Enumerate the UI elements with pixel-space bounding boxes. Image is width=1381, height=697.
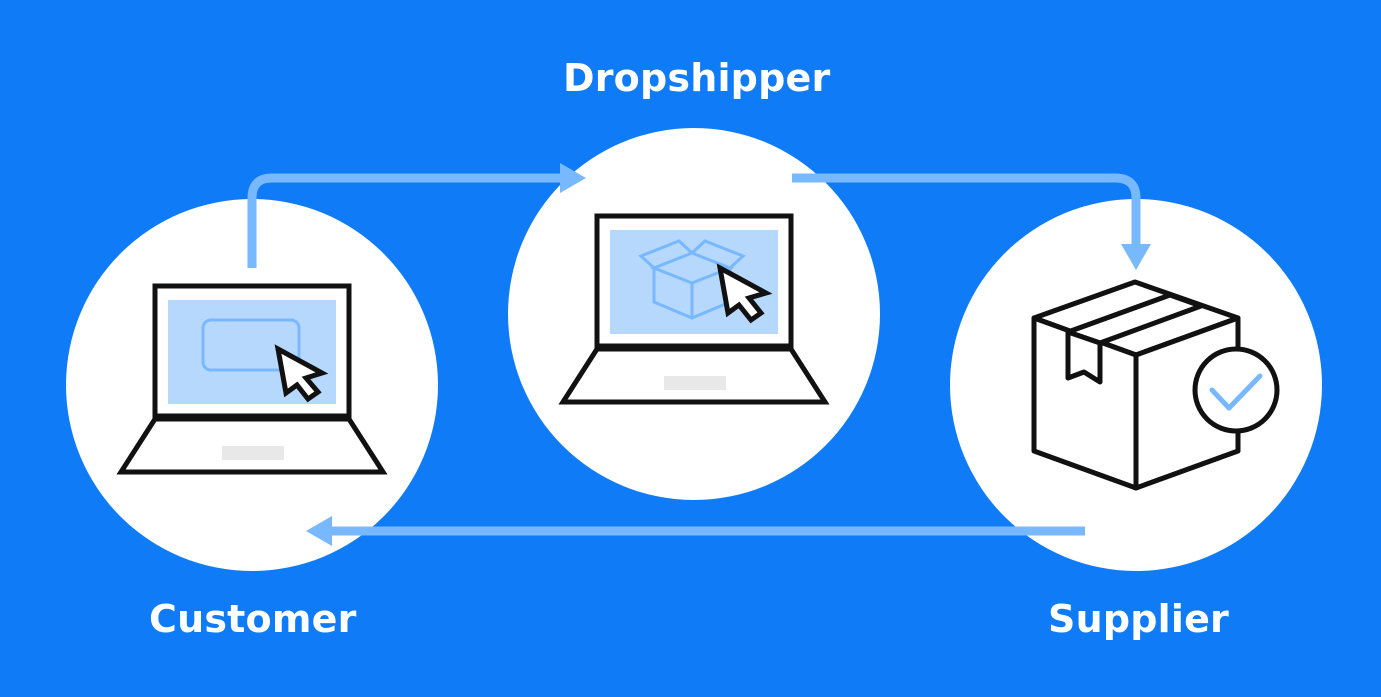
dropshipper-label: Dropshipper [563, 56, 831, 100]
checkmark-icon [1209, 373, 1263, 411]
supplier-label: Supplier [1048, 597, 1229, 641]
box-with-checkmark-icon [1031, 279, 1280, 491]
customer-label: Customer [149, 597, 357, 641]
laptop-with-cursor-icon [116, 283, 388, 475]
flow-arrow-customer-to-dropshipper [247, 163, 586, 268]
flow-arrow-supplier-to-customer [306, 516, 1085, 546]
laptop-with-box-icon [558, 213, 830, 405]
flow-arrow-dropshipper-to-supplier [792, 173, 1151, 270]
